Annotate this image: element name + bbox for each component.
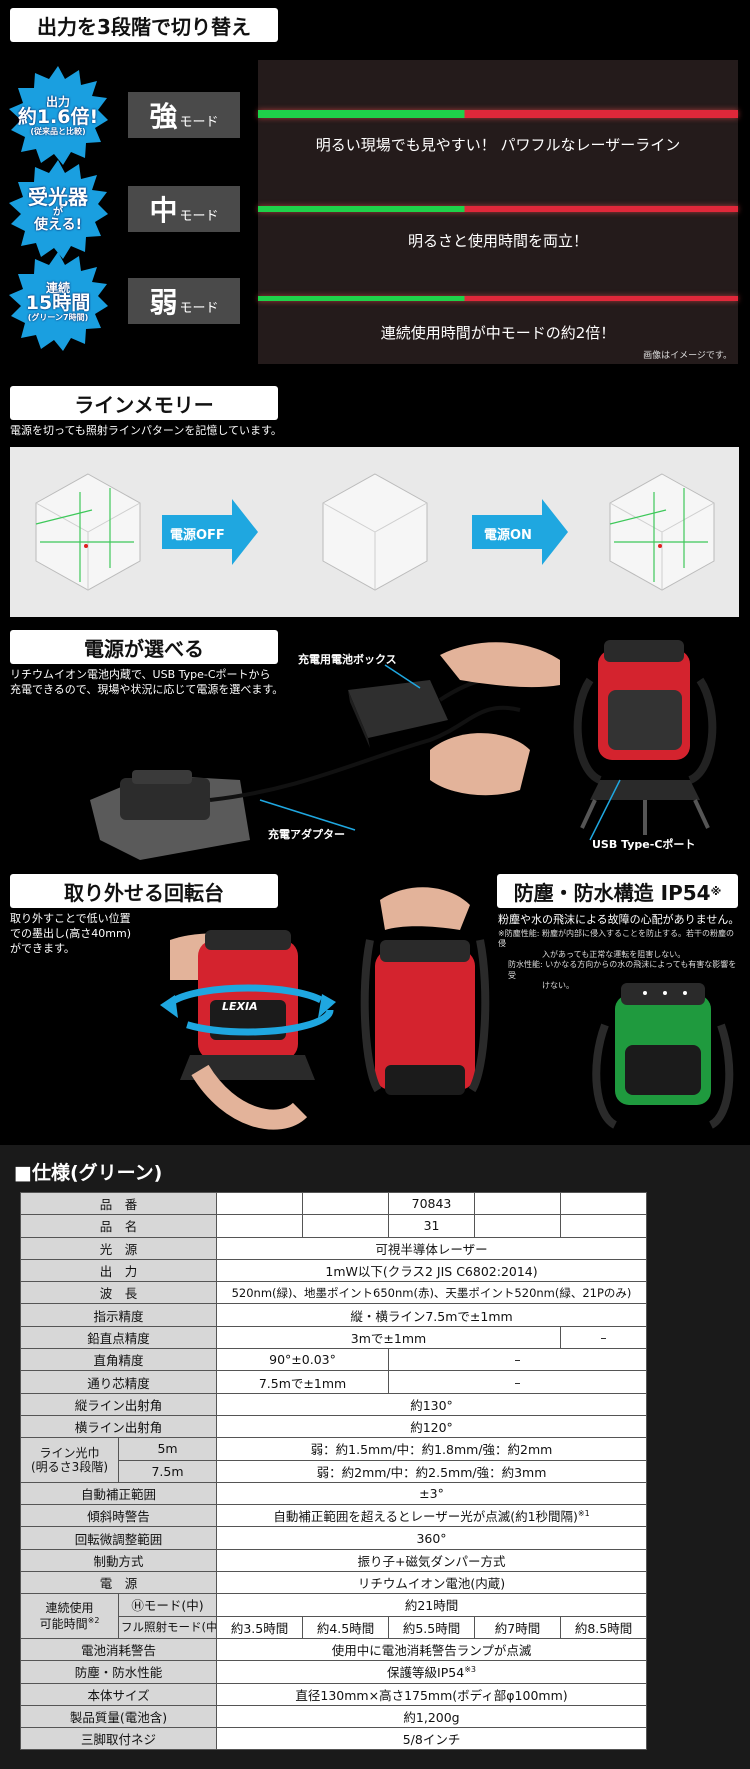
laser-line-medium: [258, 206, 738, 212]
laser-caption-medium: 明るさと使用時間を両立！: [407, 232, 588, 250]
spec-table: 品 番 70843 品 名 31 光 源 可視半導体レーザー 出 力 1mW以下…: [19, 1191, 648, 1751]
memory-panel: 電源OFF 電源ON: [10, 447, 739, 617]
ip-description: 粉塵や水の飛沫による故障の心配がありません。: [498, 913, 740, 926]
adapter-label: 充電アダプター: [268, 828, 345, 841]
table-row: 品 番 70843: [19, 1191, 648, 1216]
laser-line-weak: [258, 296, 738, 301]
modes-section-title: 出力を3段階で切り替え: [10, 8, 278, 42]
table-row: フル照射モード(中) 約3.5時間 約4.5時間 約5.5時間 約7時間 約8.…: [21, 1615, 648, 1639]
memory-description: 電源を切っても照射ラインパターンを記憶しています。: [10, 424, 282, 437]
cube-lines-off: [322, 473, 428, 591]
power-illustration: [90, 640, 717, 860]
detachable-base-illustration: [160, 887, 490, 1130]
ip-section-title: 防塵・防水構造 IP54※: [497, 874, 738, 908]
starburst-text-3: 連続 15時間 (グリーン7時間): [25, 280, 91, 323]
table-row: 出 力 1mW以下(クラス2 JIS C6802:2014): [19, 1258, 648, 1283]
mode-weak: 弱 モード: [128, 278, 240, 324]
starburst-text-1: 出力 約1.6倍! (従来品と比較): [17, 94, 99, 137]
table-row: 回転微調整範囲 360°: [19, 1526, 648, 1550]
table-row: 品 名 31: [19, 1214, 648, 1238]
green-laser-device: [592, 983, 734, 1129]
usb-port-label: USB Type-Cポート: [592, 838, 696, 851]
brand-logo: LEXIA: [222, 1000, 258, 1013]
starburst-badge-3: [9, 252, 108, 351]
laser-caption-weak: 連続使用時間が中モードの約2倍！: [380, 324, 616, 342]
laser-demo-panel: 明るい現場でも見やすい！ パワフルなレーザーライン 明るさと使用時間を両立！ 連…: [258, 60, 738, 364]
memory-section-title: ラインメモリー: [10, 386, 278, 420]
base-description: 取り外すことで低い位置 での墨出し(高さ40mm) ができます。: [10, 912, 132, 955]
table-row: 光 源 可視半導体レーザー: [19, 1236, 648, 1260]
arrow-off-label: 電源OFF: [170, 528, 225, 543]
arrow-off: [162, 499, 258, 565]
table-row: 縦ライン出射角 約130°: [19, 1392, 648, 1416]
table-row: 通り芯精度 7.5mで±1mm –: [19, 1370, 648, 1394]
starburst-text-2: 受光器 が 使える!: [28, 184, 88, 234]
spec-title: ■仕様(グリーン): [14, 1162, 163, 1184]
table-row: 傾斜時警告 自動補正範囲を超えるとレーザー光が点滅(約1秒間隔)※1: [19, 1504, 648, 1528]
power-description: リチウムイオン電池内蔵で、USB Type-Cポートから 充電できるので、現場や…: [10, 668, 284, 696]
table-row: 本体サイズ 直径130mm×高さ175mm(ボディ部φ100mm): [19, 1682, 648, 1706]
ip-notes: ※防塵性能: 粉塵が内部に侵入することを防止する。若干の粉塵の侵 入があっても正…: [498, 929, 737, 990]
table-row: 制動方式 振り子+磁気ダンパー方式: [19, 1548, 648, 1573]
cube-lines-on-after: [609, 473, 715, 591]
mode-strong: 強 モード: [128, 92, 240, 138]
table-row: 連続使用 可能時間※2 Ⓗモード(中) 約21時間: [20, 1593, 648, 1639]
table-row: 指示精度 縦・横ライン7.5mで±1mm: [19, 1303, 648, 1327]
arrow-on: [472, 499, 568, 565]
table-row: 直角精度 90°±0.03° –: [19, 1348, 648, 1372]
memory-diagram: [35, 473, 715, 591]
cube-lines-on-before: [35, 473, 141, 591]
power-section-title: 電源が選べる: [10, 630, 278, 664]
table-row: 三脚取付ネジ 5/8インチ: [19, 1727, 648, 1751]
battery-box-label: 充電用電池ボックス: [298, 653, 397, 666]
table-row: 電池消耗警告 使用中に電池消耗警告ランプが点滅: [19, 1637, 648, 1662]
table-row: 防塵・防水性能 保護等級IP54※3: [19, 1660, 648, 1684]
mode-medium: 中 モード: [128, 186, 240, 232]
table-row: ライン光巾 (明るさ3段階) 5m 弱：約1.5mm/中：約1.8mm/強：約2…: [20, 1437, 648, 1483]
table-row: 横ライン出射角 約120°: [19, 1414, 648, 1439]
table-row: 鉛直点精度 3mで±1mm –: [19, 1325, 648, 1350]
base-section-title: 取り外せる回転台: [10, 874, 278, 908]
table-row: 波 長 520nm(緑)、地墨ポイント650nm(赤)、天墨ポイント520nm(…: [19, 1281, 648, 1305]
laser-line-strong: [258, 110, 738, 118]
starburst-badge-2: [9, 160, 108, 259]
image-note: 画像はイメージです。: [643, 351, 732, 361]
table-row: 電 源 リチウムイオン電池(内蔵): [19, 1571, 648, 1595]
laser-caption-strong: 明るい現場でも見やすい！ パワフルなレーザーライン: [315, 136, 681, 154]
table-row: 自動補正範囲 ±3°: [19, 1481, 648, 1506]
arrow-on-label: 電源ON: [484, 528, 532, 543]
table-row: 製品質量(電池含) 約1,200g: [19, 1704, 648, 1729]
starburst-badge-1: [9, 66, 108, 165]
